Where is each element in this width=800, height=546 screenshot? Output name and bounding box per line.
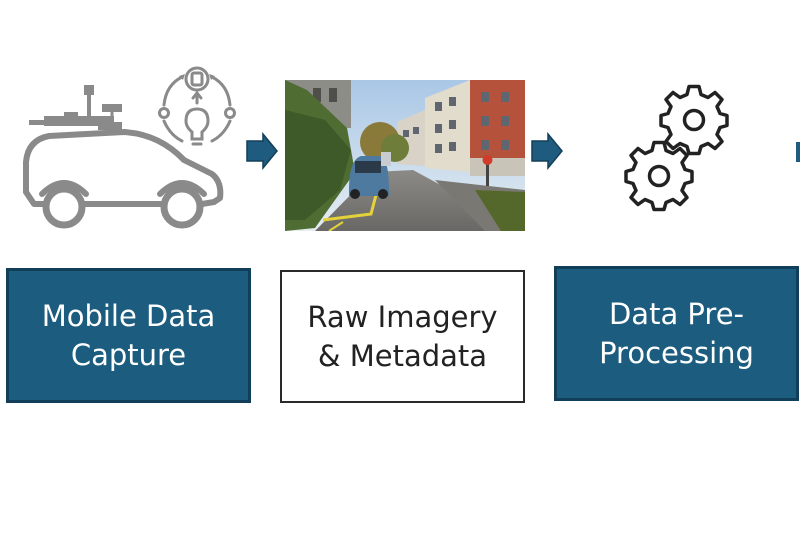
vehicle-icon bbox=[23, 85, 224, 229]
box-label-line1: Raw Imagery bbox=[307, 300, 498, 335]
lightbulb-cycle-icon bbox=[158, 66, 236, 146]
box-label-line2: Processing bbox=[599, 335, 754, 370]
arrow-right-icon bbox=[246, 132, 278, 170]
raw-imagery-box: Raw Imagery& Metadata bbox=[280, 270, 525, 403]
box-label-line1: Mobile Data bbox=[41, 299, 216, 334]
box-label-line2: Capture bbox=[70, 337, 187, 372]
gears-icon bbox=[624, 84, 729, 212]
data-preprocessing-box: Data Pre-Processing bbox=[554, 266, 799, 401]
box-label-line1: Data Pre- bbox=[608, 297, 744, 332]
arrow-right-icon bbox=[531, 132, 563, 170]
next-arrow-fragment bbox=[796, 142, 800, 162]
box-label-line2: & Metadata bbox=[317, 338, 488, 373]
street-photo bbox=[285, 80, 525, 231]
